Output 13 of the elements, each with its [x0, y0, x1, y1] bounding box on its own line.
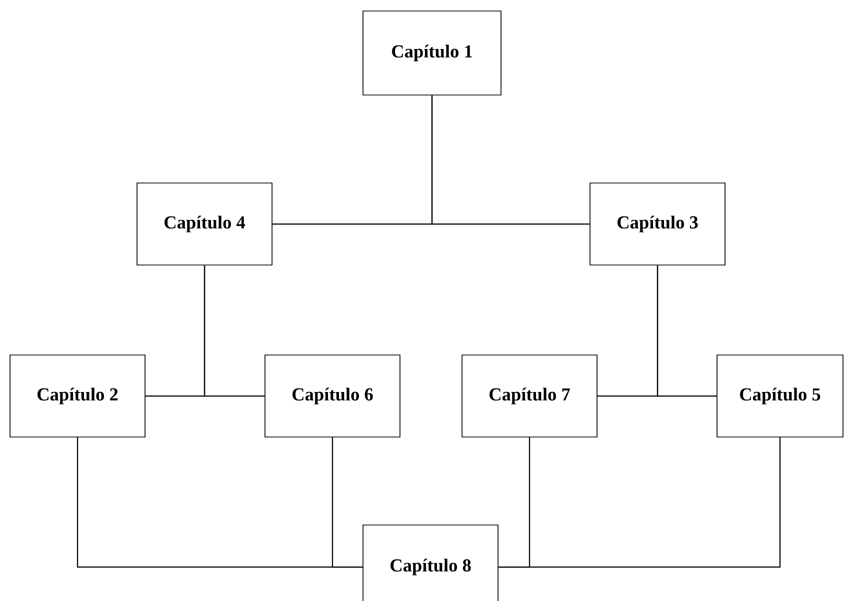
chapter-box: Capítulo 1	[362, 10, 502, 96]
chapter-box: Capítulo 4	[136, 182, 272, 266]
connector-line	[498, 437, 781, 568]
chapter-box: Capítulo 3	[590, 182, 726, 266]
connector-line	[656, 265, 717, 397]
connector-line	[431, 95, 590, 225]
connector-line	[204, 265, 265, 397]
chapter-box: Capítulo 7	[462, 354, 598, 438]
chapter-box: Capítulo 8	[362, 524, 498, 601]
chapter-box: Capítulo 6	[264, 354, 400, 438]
chapter-box: Capítulo 2	[10, 354, 146, 438]
chapter-box: Capítulo 5	[716, 354, 844, 438]
connector-line	[332, 437, 363, 568]
